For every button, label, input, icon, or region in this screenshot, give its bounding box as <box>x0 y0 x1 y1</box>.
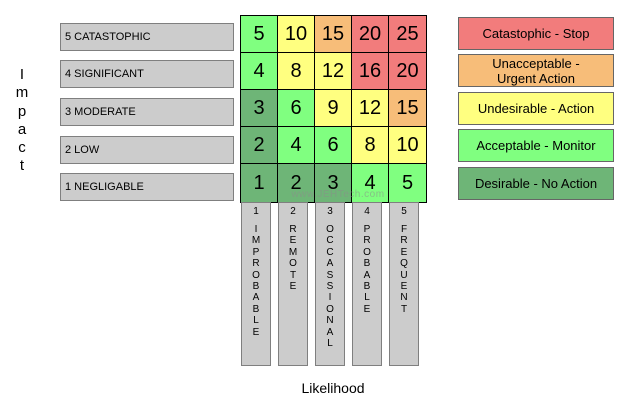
risk-cell: 10 <box>278 16 315 53</box>
risk-cell: 3 <box>315 164 352 203</box>
legend-label: Catastophic - Stop <box>482 26 590 41</box>
likelihood-number: 3 <box>327 206 333 217</box>
risk-cell: 20 <box>389 53 427 90</box>
risk-cell: 12 <box>352 90 389 127</box>
risk-cell: 25 <box>389 16 427 53</box>
impact-axis-letter: p <box>17 102 27 120</box>
legend-yellow: Undesirable - Action <box>458 92 614 125</box>
likelihood-number: 4 <box>364 206 370 217</box>
likelihood-number: 5 <box>401 206 407 217</box>
likelihood-number: 1 <box>253 206 259 217</box>
risk-cell: 2 <box>241 127 278 164</box>
risk-cell: 2 <box>278 164 315 203</box>
risk-cell: 10 <box>389 127 427 164</box>
legend-darkgreen: Desirable - No Action <box>458 167 614 200</box>
legend-orange: Unacceptable - Urgent Action <box>458 54 614 87</box>
legend-label: Acceptable - Monitor <box>476 138 596 153</box>
impact-axis-letter: a <box>17 120 27 138</box>
legend-label: Desirable - No Action <box>474 176 598 191</box>
risk-cell: 12 <box>315 53 352 90</box>
legend-red: Catastophic - Stop <box>458 17 614 50</box>
risk-cell: 15 <box>389 90 427 127</box>
legend-label: Undesirable - Action <box>477 101 595 116</box>
risk-cell: 8 <box>352 127 389 164</box>
impact-label: 4 SIGNIFICANT <box>60 60 234 88</box>
risk-cell: 16 <box>352 53 389 90</box>
risk-cell: 20 <box>352 16 389 53</box>
impact-label: 5 CATASTOPHIC <box>60 23 234 51</box>
risk-cell: 15 <box>315 16 352 53</box>
risk-cell: 4 <box>352 164 389 203</box>
likelihood-number: 2 <box>290 206 296 217</box>
impact-label: 1 NEGLIGABLE <box>60 173 234 201</box>
impact-label: 3 MODERATE <box>60 98 234 126</box>
risk-cell: 3 <box>241 90 278 127</box>
risk-cell: 8 <box>278 53 315 90</box>
impact-axis-letter: m <box>15 84 29 102</box>
impact-axis-letter: c <box>18 139 26 157</box>
impact-axis-letter: I <box>19 66 25 83</box>
legend-green: Acceptable - Monitor <box>458 129 614 162</box>
legend-label: Unacceptable - Urgent Action <box>492 55 580 86</box>
risk-cell: 6 <box>278 90 315 127</box>
impact-label: 2 LOW <box>60 136 234 164</box>
risk-cell: 6 <box>315 127 352 164</box>
risk-cell: 5 <box>241 16 278 53</box>
watermark: www.JEHTech.com <box>291 189 385 200</box>
risk-cell: 4 <box>278 127 315 164</box>
impact-axis-letter: t <box>19 157 25 175</box>
risk-cell: 4 <box>241 53 278 90</box>
likelihood-axis-title: Likelihood <box>301 380 365 396</box>
risk-cell: 9 <box>315 90 352 127</box>
